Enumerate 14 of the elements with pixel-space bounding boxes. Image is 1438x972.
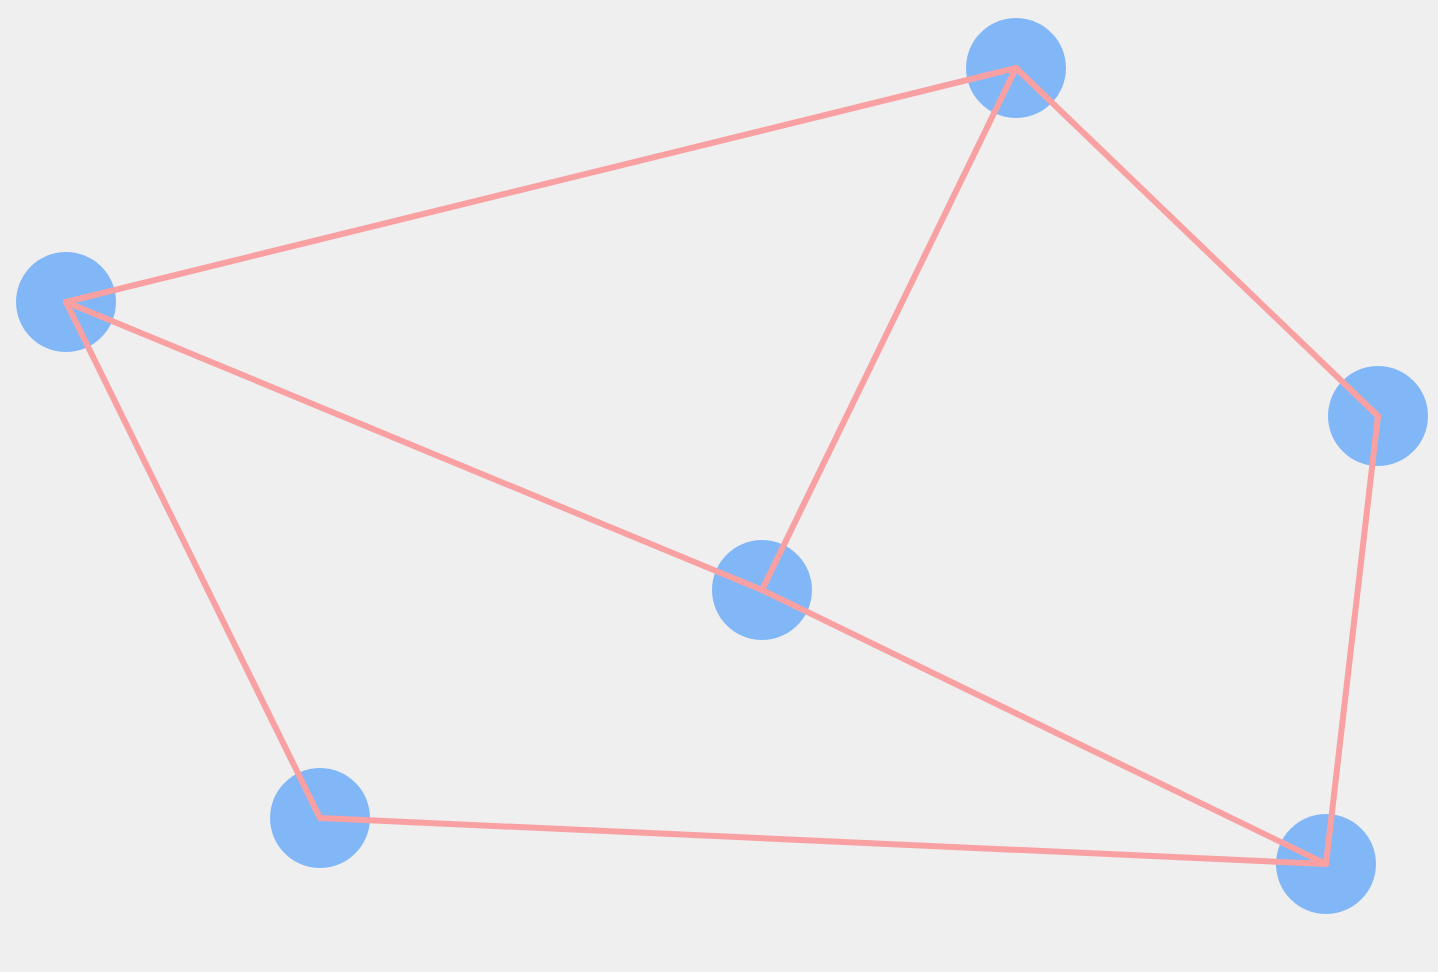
graph-node	[270, 768, 370, 868]
connector-line	[1323, 413, 1381, 867]
connector-line	[1013, 65, 1381, 419]
connector-line	[759, 65, 1019, 593]
connector-line	[63, 65, 1019, 305]
graph-node	[1276, 813, 1376, 914]
graph-node	[16, 252, 116, 352]
connector-line	[63, 299, 323, 821]
connector-line	[759, 586, 1329, 867]
graph-node	[966, 18, 1066, 118]
connector-line	[317, 814, 1329, 867]
graph-node	[712, 540, 812, 640]
connector-line	[63, 299, 765, 593]
graph-node	[1328, 366, 1428, 466]
